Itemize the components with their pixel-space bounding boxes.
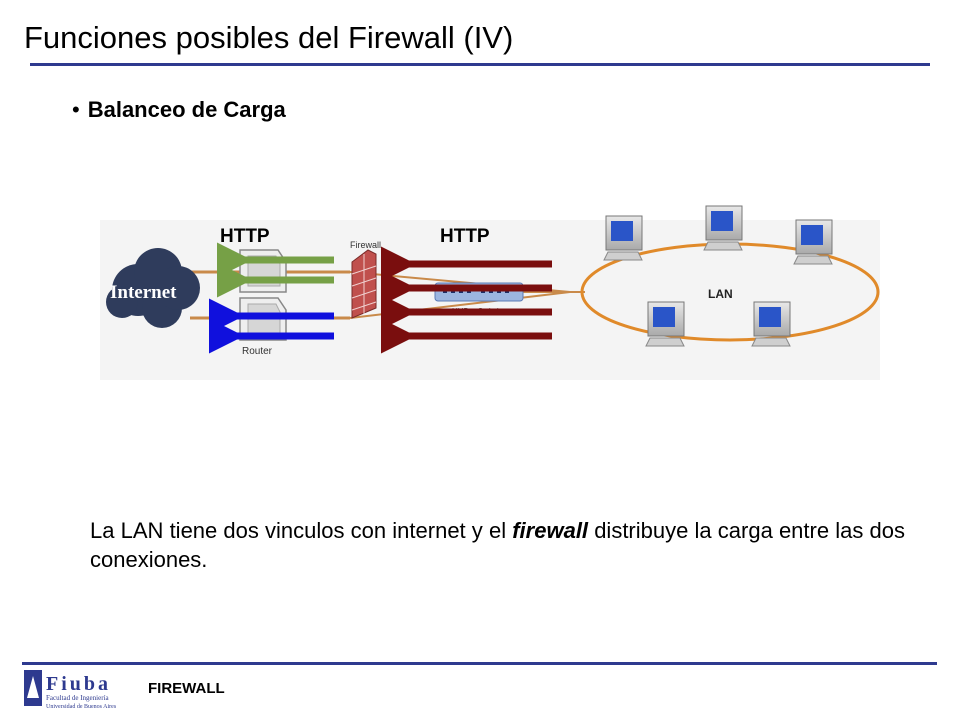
logo-subtitle: Universidad de Buenos Aires <box>46 704 117 710</box>
computer-icon <box>645 301 685 347</box>
http-label-right: HTTP <box>440 226 490 247</box>
firewall-icon <box>351 249 377 319</box>
computer-icon <box>793 219 833 265</box>
logo-subtitle: Facultad de Ingeniería <box>46 694 109 702</box>
logo-wordmark: Fiuba <box>46 673 111 695</box>
http-label-left: HTTP <box>220 226 270 247</box>
caption-emphasis: firewall <box>512 518 589 543</box>
caption-text: distribuye la carga entre las dos conexi… <box>90 518 905 572</box>
lan-label: LAN <box>708 287 733 301</box>
computer-icon <box>751 301 791 347</box>
title-divider <box>30 63 930 66</box>
firewall-label: Firewall <box>350 240 381 250</box>
router-label: Router <box>242 346 273 357</box>
internet-label: Internet <box>110 282 177 303</box>
bullet-dot: • <box>72 97 80 122</box>
router-icon <box>239 249 287 293</box>
slide-title: Funciones posibles del Firewall (IV) <box>24 20 514 55</box>
bullet-item: • Balanceo de Carga <box>72 97 286 123</box>
caption-text: La LAN tiene dos vinculos con internet y… <box>90 518 513 543</box>
fiuba-logo: Fiuba Facultad de Ingeniería Universidad… <box>24 668 144 712</box>
footer-divider <box>22 662 937 665</box>
footer-label: FIREWALL <box>148 680 225 697</box>
blue-http-arrows <box>209 298 334 354</box>
computer-icon <box>603 215 643 261</box>
green-http-arrows <box>217 242 334 298</box>
slide-caption: La LAN tiene dos vinculos con internet y… <box>90 516 905 574</box>
network-diagram: Internet Router Firewall <box>100 190 880 380</box>
computer-icon <box>703 205 743 251</box>
internet-cloud-icon <box>106 248 200 328</box>
bullet-text: Balanceo de Carga <box>87 97 286 122</box>
red-http-arrows <box>381 246 552 354</box>
